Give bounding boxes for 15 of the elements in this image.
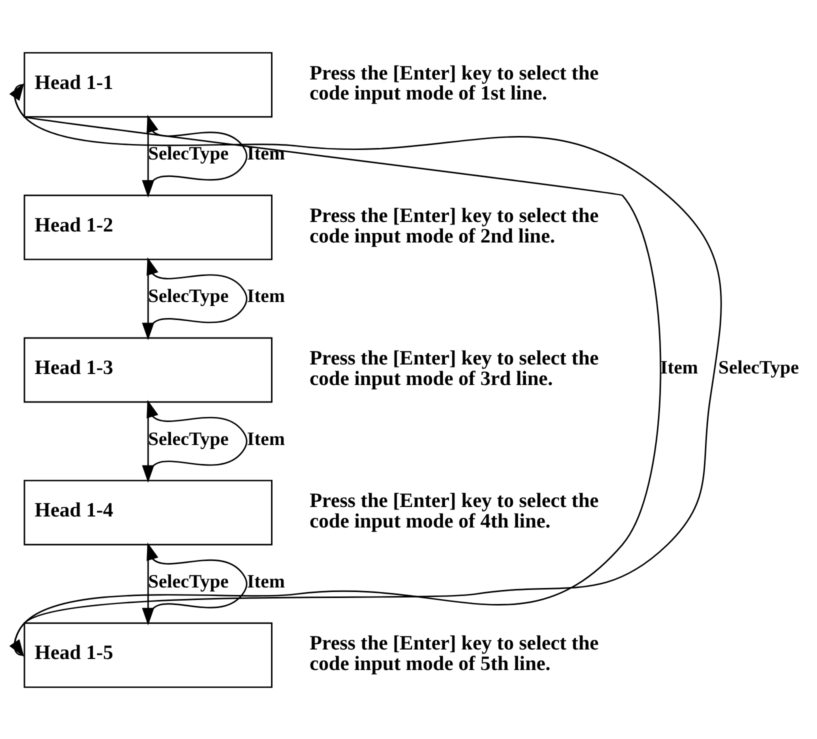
node-label: Press the [Enter] key to select the code input mode of 4th line. [310,490,599,532]
node-label: Press the [Enter] key to select the code input mode of 2nd line. [310,204,599,247]
edge-label: SelecType [148,570,229,592]
edge-label: SelecType [148,428,229,450]
edge-label: Item [247,570,285,592]
edge-label: Item [247,286,285,307]
edge-label: Item [247,143,285,164]
edge-label: Item [660,356,698,378]
edge-label: SelecType [718,356,799,378]
node-label: Press the [Enter] key to select the code input mode of 3rd line. [310,346,599,390]
edge-label: SelecType [148,143,229,164]
node-label: Press the [Enter] key to select the code input mode of 1st line. [310,62,599,104]
node-label: Press the [Enter] key to select the code input mode of 5th line. [310,632,599,675]
edge-label: Item [247,428,285,450]
edge-label: SelecType [148,286,229,307]
